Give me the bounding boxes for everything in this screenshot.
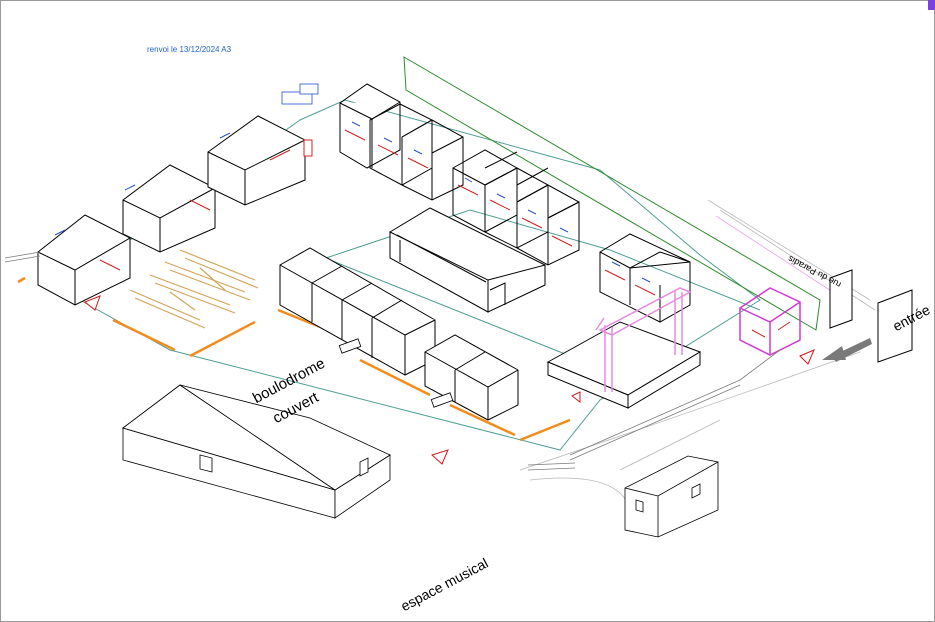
bins-cluster — [281, 83, 319, 105]
entrance-arrow-icon — [822, 338, 872, 362]
stage-platform — [546, 321, 702, 409]
green-fence — [403, 56, 821, 331]
picnic-tables — [129, 249, 259, 329]
tent-row-middle — [452, 149, 580, 266]
red-bin-icon — [303, 139, 313, 157]
central-shed — [388, 207, 546, 313]
tent-row-top — [339, 83, 464, 201]
boulodrome-building — [122, 384, 391, 519]
stage-truss — [595, 287, 692, 392]
musical-building — [624, 455, 719, 538]
entrance-gate — [829, 269, 913, 363]
tent-row-bottom — [279, 247, 519, 421]
revision-note: renvoi le 13/12/2024 A3 — [147, 45, 232, 54]
generator-units — [338, 338, 454, 408]
pink-tent — [739, 287, 801, 356]
tent-row-right — [599, 233, 691, 323]
fence-strips — [4, 251, 781, 471]
warning-sign-icons — [84, 295, 815, 465]
chalets-left — [37, 115, 306, 306]
corner-marker — [928, 0, 935, 10]
pink-road-edge — [715, 215, 846, 301]
